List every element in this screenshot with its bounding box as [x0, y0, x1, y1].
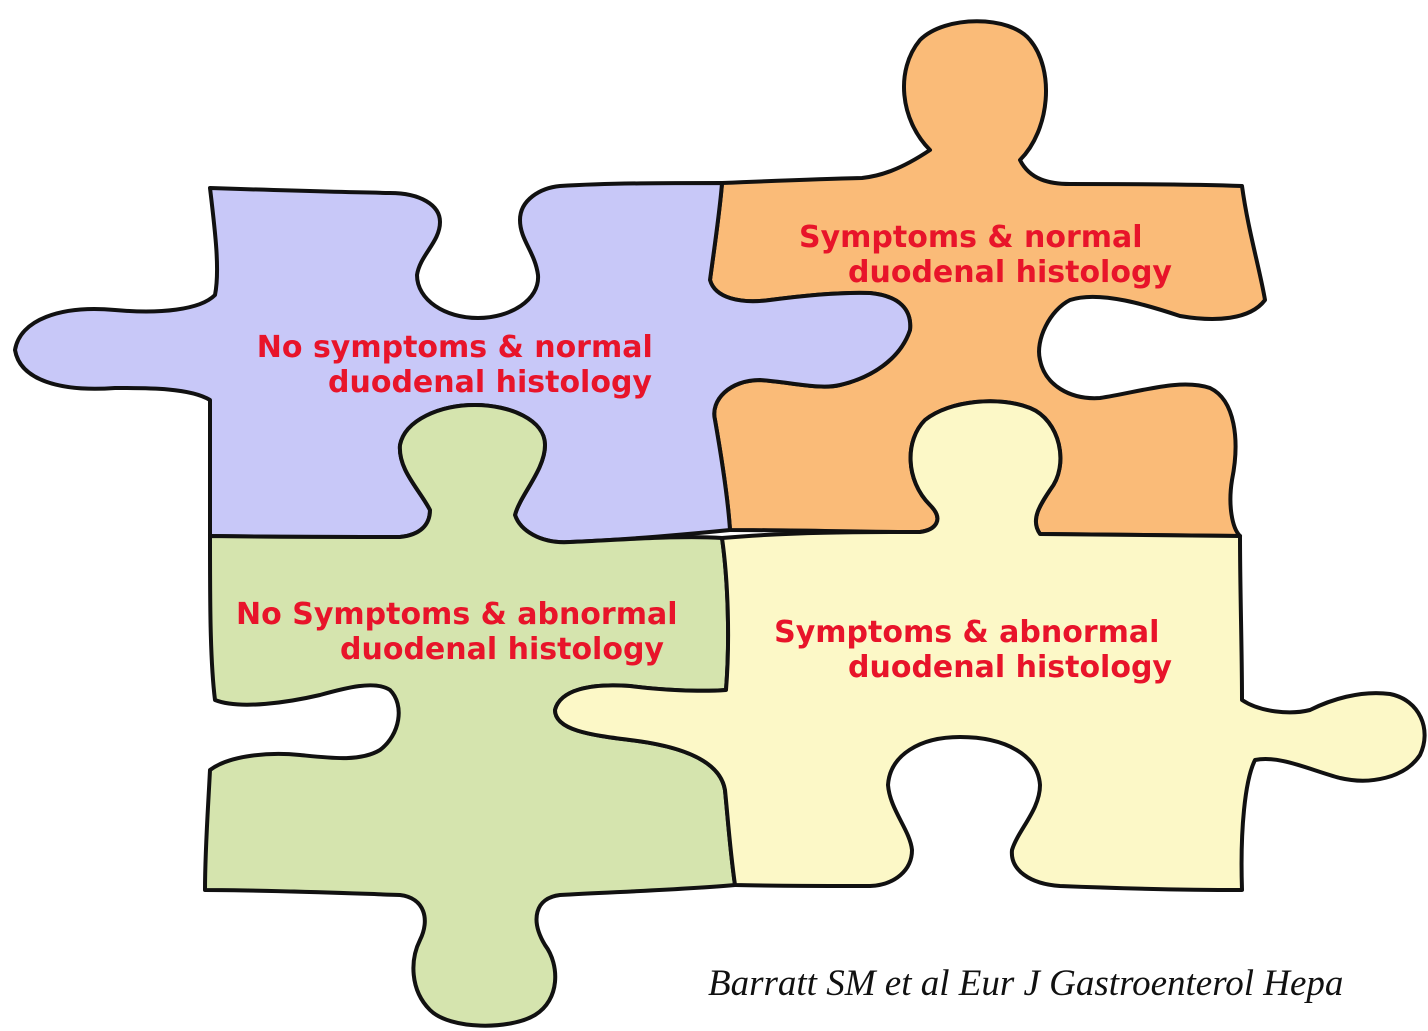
citation: Barratt SM et al Eur J Gastroenterol Hep… — [708, 962, 1343, 1005]
label-no-symptoms-abnormal-line1: No Symptoms & abnormal — [236, 597, 677, 632]
label-symptoms-normal-line2: duodenal histology — [848, 255, 1172, 290]
label-symptoms-abnormal-line2: duodenal histology — [848, 650, 1172, 685]
label-no-symptoms-normal-line2: duodenal histology — [328, 365, 652, 400]
label-no-symptoms-normal-line1: No symptoms & normal — [257, 330, 653, 365]
label-symptoms-normal: Symptoms & normal duodenal histology — [799, 220, 1172, 290]
label-symptoms-normal-line1: Symptoms & normal — [799, 220, 1143, 255]
label-symptoms-abnormal-line1: Symptoms & abnormal — [774, 615, 1159, 650]
label-no-symptoms-abnormal-line2: duodenal histology — [340, 632, 664, 667]
